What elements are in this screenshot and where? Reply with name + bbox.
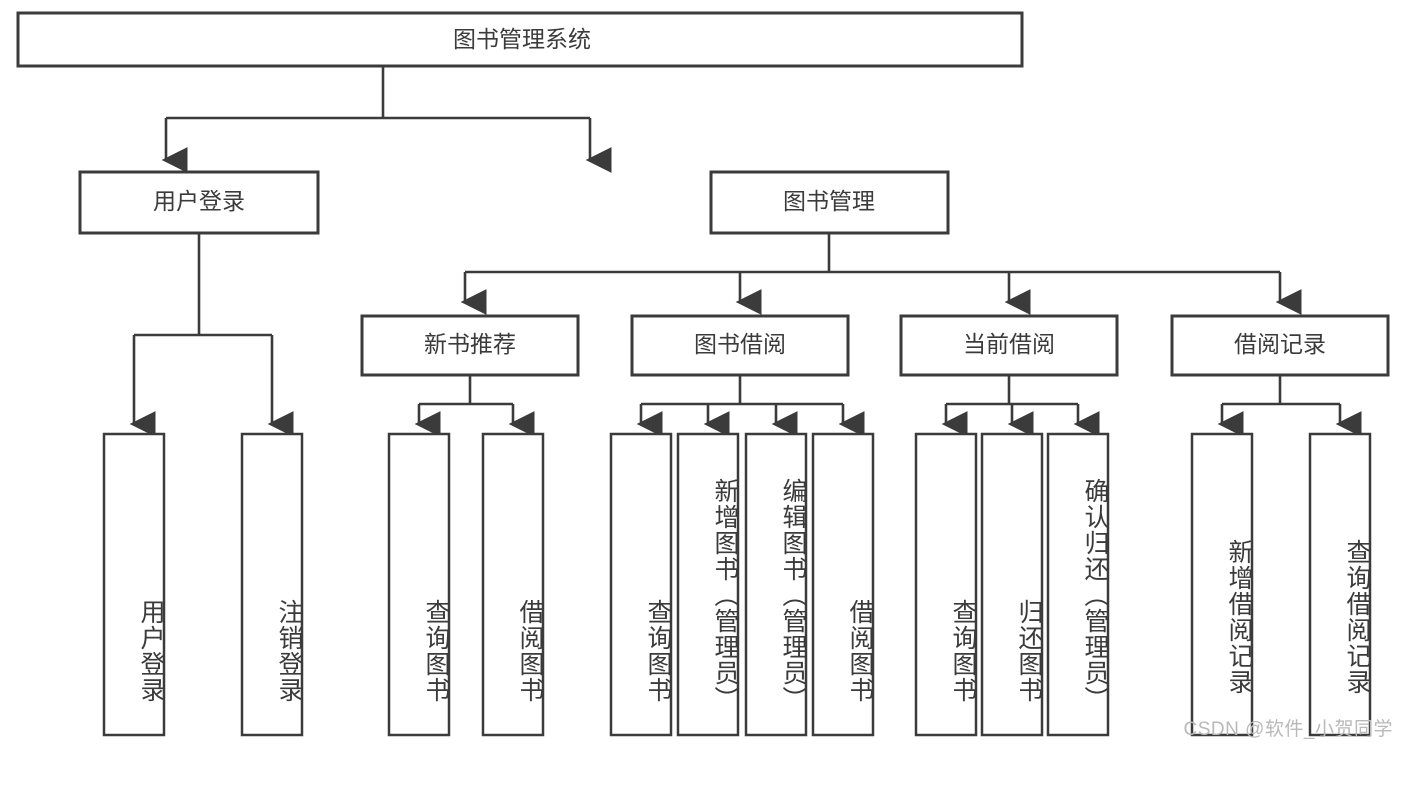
- node-book-manage-label: 图书管理: [783, 188, 875, 214]
- node-borrow-record-box[interactable]: [1170, 314, 1390, 377]
- node-user-login[interactable]: 用户登录: [78, 170, 320, 235]
- connector-root-to-level2: [161, 66, 612, 173]
- leaf-edit-book-box[interactable]: [744, 432, 808, 737]
- node-user-login-label: 用户登录: [153, 188, 245, 214]
- leaf-query-book-2-box[interactable]: [609, 432, 673, 737]
- node-new-book-recommend-label: 新书推荐: [424, 331, 516, 357]
- node-new-book-recommend[interactable]: 新书推荐: [360, 314, 580, 377]
- node-current-borrow-box[interactable]: [899, 314, 1119, 377]
- node-book-manage[interactable]: 图书管理: [709, 170, 950, 235]
- node-book-manage-box[interactable]: [709, 170, 950, 235]
- connector-userlogin-to-leaves: [129, 233, 294, 437]
- connector-currentborrow-to-leaves: [941, 375, 1100, 437]
- leaf-user-login-box[interactable]: [102, 432, 166, 737]
- node-root-box[interactable]: [16, 11, 1024, 68]
- node-root[interactable]: 图书管理系统: [16, 11, 1024, 68]
- node-book-borrow-label: 图书借阅: [694, 331, 786, 357]
- leaf-borrow-book-1-box[interactable]: [481, 432, 545, 737]
- node-new-book-recommend-box[interactable]: [360, 314, 580, 377]
- leaf-add-borrow-record-box[interactable]: [1190, 432, 1254, 737]
- leaf-query-book-3-box[interactable]: [914, 432, 978, 737]
- csdn-watermark: CSDN @软件_小贺同学: [1183, 719, 1393, 740]
- node-borrow-record-label: 借阅记录: [1234, 331, 1326, 357]
- node-current-borrow[interactable]: 当前借阅: [899, 314, 1119, 377]
- leaf-return-book-box[interactable]: [980, 432, 1044, 737]
- leaf-add-book-box[interactable]: [676, 432, 740, 737]
- connector-bookborrow-to-leaves: [636, 375, 865, 437]
- node-user-login-box[interactable]: [78, 170, 320, 235]
- node-borrow-record[interactable]: 借阅记录: [1170, 314, 1390, 377]
- leaf-query-borrow-record-box[interactable]: [1308, 432, 1372, 737]
- node-book-borrow-box[interactable]: [630, 314, 850, 377]
- diagram-canvas: 图书管理系统 用户登录 图书管理 新书推荐 图书借阅 当前借阅 借阅记录: [16, 11, 1390, 737]
- connector-borrowrecord-to-leaves: [1217, 375, 1362, 437]
- hierarchy-diagram: 图书管理系统 用户登录 图书管理 新书推荐 图书借阅 当前借阅 借阅记录: [16, 11, 1393, 740]
- node-book-borrow[interactable]: 图书借阅: [630, 314, 850, 377]
- leaf-boxes: [102, 432, 1372, 737]
- leaf-confirm-return-box[interactable]: [1046, 432, 1110, 737]
- node-current-borrow-label: 当前借阅: [963, 331, 1055, 357]
- connector-newbook-to-leaves: [414, 375, 535, 437]
- leaf-logout-login-box[interactable]: [240, 432, 304, 737]
- leaf-query-book-1-box[interactable]: [387, 432, 451, 737]
- leaf-borrow-book-2-box[interactable]: [811, 432, 875, 737]
- node-root-label: 图书管理系统: [453, 26, 591, 52]
- connector-bookmanage-to-level3: [460, 233, 1302, 315]
